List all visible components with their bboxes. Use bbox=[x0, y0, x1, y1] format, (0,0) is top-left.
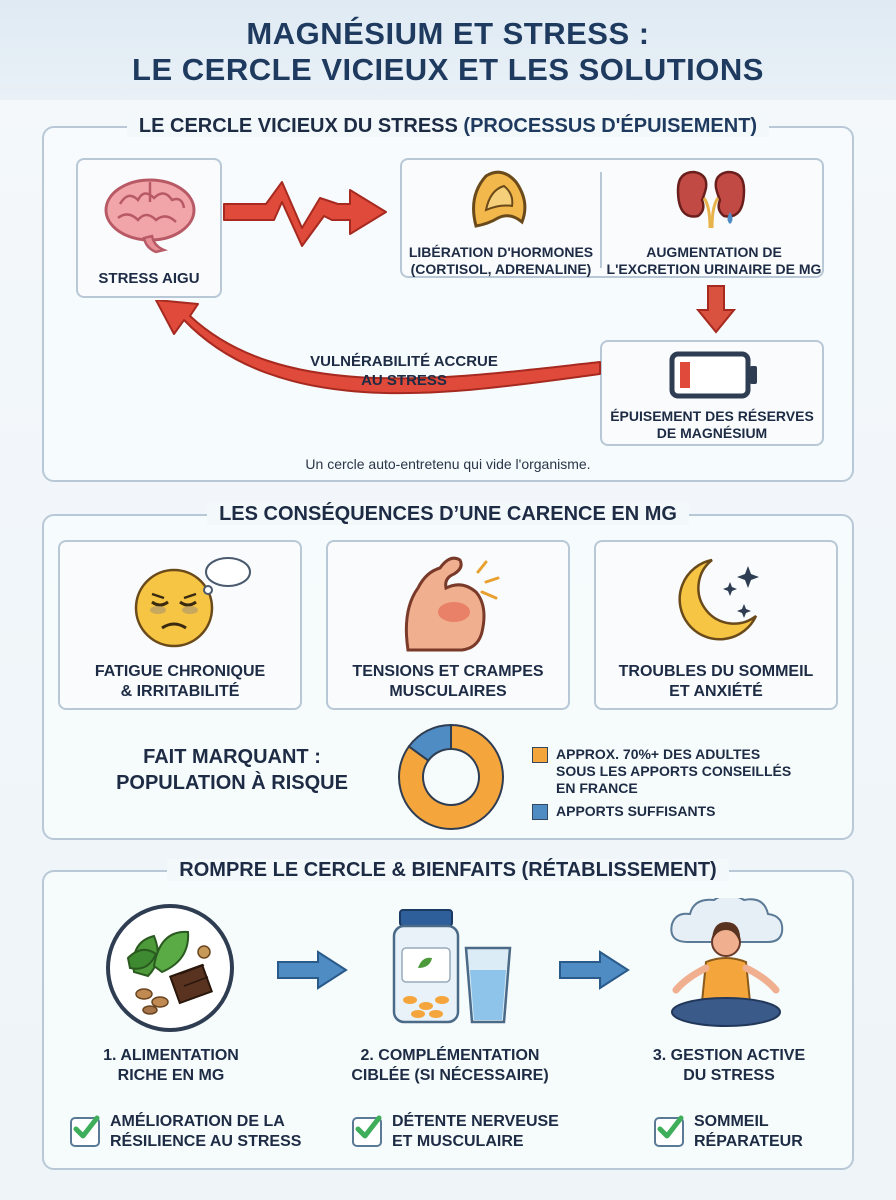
brain-icon bbox=[104, 178, 196, 254]
consequences-title: LES CONSÉQUENCES D’UNE CARENCE EN MG bbox=[44, 501, 852, 527]
hormones-line2: (CORTISOL, ADRENALINE) bbox=[410, 261, 592, 277]
step-supplement-line1: 2. COMPLÉMENTATION bbox=[360, 1047, 540, 1064]
excretion-line2: L'EXCRETION URINAIRE DE MG bbox=[606, 261, 822, 277]
stress-label: STRESS AIGU bbox=[98, 270, 200, 287]
legend-insufficient-line1: APPROX. 70%+ DES ADULTES bbox=[556, 746, 761, 762]
cramps-label: TENSIONS ET CRAMPES MUSCULAIRES bbox=[328, 662, 568, 702]
step-stress-line1: 3. GESTION ACTIVE bbox=[652, 1047, 806, 1064]
page-title-line2: LE CERCLE VICIEUX ET LES SOLUTIONS bbox=[132, 52, 764, 87]
page-header: MAGNÉSIUM ET STRESS : LE CERCLE VICIEUX … bbox=[0, 0, 896, 100]
vulnerability-line1: VULNÉRABILITÉ ACCRUE bbox=[310, 353, 498, 370]
benefit-sleep-line2: RÉPARATEUR bbox=[694, 1133, 803, 1150]
vicious-cycle-panel: LE CERCLE VICIEUX DU STRESS (PROCESSUS D… bbox=[42, 115, 854, 482]
legend-text-insufficient: APPROX. 70%+ DES ADULTES SOUS LES APPORT… bbox=[556, 746, 791, 797]
benefit-sleep-line1: SOMMEIL bbox=[694, 1113, 769, 1130]
legend-item-insufficient: APPROX. 70%+ DES ADULTES SOUS LES APPORT… bbox=[532, 746, 791, 797]
low-battery-icon bbox=[669, 351, 757, 399]
fact-label: FAIT MARQUANT : POPULATION À RISQUE bbox=[102, 744, 362, 796]
benefit-relaxation: DÉTENTE NERVEUSE ET MUSCULAIRE bbox=[352, 1112, 559, 1152]
muscle-arm-icon bbox=[404, 556, 500, 652]
step-supplement-line2: CIBLÉE (SI NÉCESSAIRE) bbox=[351, 1067, 549, 1084]
food-plate-icon bbox=[106, 904, 234, 1032]
tired-face-icon bbox=[134, 557, 251, 648]
cramps-line2: MUSCULAIRES bbox=[389, 683, 507, 700]
fact-line1: FAIT MARQUANT : bbox=[143, 746, 321, 768]
cycle-title-sub: (PROCESSUS D'ÉPUISEMENT) bbox=[463, 115, 758, 137]
solutions-title: ROMPRE LE CERCLE & BIENFAITS (RÉTABLISSE… bbox=[44, 857, 852, 883]
solutions-title-text: ROMPRE LE CERCLE & BIENFAITS (RÉTABLISSE… bbox=[167, 859, 729, 881]
vulnerability-label: VULNÉRABILITÉ ACCRUE AU STRESS bbox=[284, 352, 524, 390]
legend-text-sufficient: APPORTS SUFFISANTS bbox=[556, 803, 716, 819]
benefit-resilience-line2: RÉSILIENCE AU STRESS bbox=[110, 1133, 302, 1150]
check-icon bbox=[70, 1115, 100, 1147]
step-supplement-label: 2. COMPLÉMENTATION CIBLÉE (SI NÉCESSAIRE… bbox=[334, 1046, 566, 1086]
legend-insufficient-line3: EN FRANCE bbox=[556, 780, 638, 796]
sleep-label: TROUBLES DU SOMMEIL ET ANXIÉTÉ bbox=[596, 662, 836, 702]
fact-line2: POPULATION À RISQUE bbox=[116, 772, 348, 794]
vicious-cycle-title: LE CERCLE VICIEUX DU STRESS (PROCESSUS D… bbox=[44, 113, 852, 139]
cramps-card: TENSIONS ET CRAMPES MUSCULAIRES bbox=[326, 540, 570, 710]
supplement-jar-icon bbox=[392, 909, 512, 1024]
benefit-sleep-text: SOMMEIL RÉPARATEUR bbox=[694, 1112, 803, 1152]
hormones-excretion-box: LIBÉRATION D'HORMONES (CORTISOL, ADRENAL… bbox=[400, 158, 824, 278]
benefit-relaxation-text: DÉTENTE NERVEUSE ET MUSCULAIRE bbox=[392, 1112, 559, 1152]
consequences-title-text: LES CONSÉQUENCES D’UNE CARENCE EN MG bbox=[207, 503, 689, 525]
kidneys-icon bbox=[676, 170, 746, 229]
right-arrow-icon-1 bbox=[277, 950, 348, 990]
zigzag-arrow-icon bbox=[223, 181, 387, 247]
depletion-label: ÉPUISEMENT DES RÉSERVES DE MAGNÉSIUM bbox=[602, 408, 822, 442]
cycle-title-main: LE CERCLE VICIEUX DU STRESS bbox=[138, 115, 458, 137]
cramps-line1: TENSIONS ET CRAMPES bbox=[352, 663, 544, 680]
right-arrow-icon-2 bbox=[559, 950, 630, 990]
fatigue-card: FATIGUE CHRONIQUE & IRRITABILITÉ bbox=[58, 540, 302, 710]
benefit-resilience: AMÉLIORATION DE LA RÉSILIENCE AU STRESS bbox=[70, 1112, 301, 1152]
legend-insufficient-line2: SOUS LES APPORTS CONSEILLÉS bbox=[556, 763, 792, 779]
sleep-line2: ET ANXIÉTÉ bbox=[669, 683, 763, 700]
benefit-resilience-text: AMÉLIORATION DE LA RÉSILIENCE AU STRESS bbox=[110, 1112, 301, 1152]
sleep-line1: TROUBLES DU SOMMEIL bbox=[618, 663, 814, 680]
stress-box: STRESS AIGU bbox=[76, 158, 222, 298]
excretion-label: AUGMENTATION DE L'EXCRETION URINAIRE DE … bbox=[602, 244, 826, 278]
vulnerability-line2: AU STRESS bbox=[361, 372, 447, 389]
donut-slice-sufficient bbox=[407, 723, 452, 762]
benefit-sleep: SOMMEIL RÉPARATEUR bbox=[654, 1112, 803, 1152]
benefit-relaxation-line2: ET MUSCULAIRE bbox=[392, 1133, 524, 1150]
hormones-label: LIBÉRATION D'HORMONES (CORTISOL, ADRENAL… bbox=[402, 244, 600, 278]
step-food-line2: RICHE EN MG bbox=[117, 1067, 225, 1084]
step-stress-label: 3. GESTION ACTIVE DU STRESS bbox=[616, 1046, 842, 1086]
depletion-line2: DE MAGNÉSIUM bbox=[656, 425, 768, 441]
return-curve-arrow-icon bbox=[155, 300, 601, 395]
consequences-panel: LES CONSÉQUENCES D’UNE CARENCE EN MG FAT… bbox=[42, 503, 854, 840]
solutions-panel: ROMPRE LE CERCLE & BIENFAITS (RÉTABLISSE… bbox=[42, 859, 854, 1170]
legend-swatch-insufficient bbox=[532, 747, 548, 763]
step-food-label: 1. ALIMENTATION RICHE EN MG bbox=[64, 1046, 278, 1086]
check-icon bbox=[352, 1115, 382, 1147]
hormones-line1: LIBÉRATION D'HORMONES bbox=[408, 244, 594, 260]
meditation-icon bbox=[670, 898, 784, 1027]
depletion-box: ÉPUISEMENT DES RÉSERVES DE MAGNÉSIUM bbox=[600, 340, 824, 446]
adrenal-gland-icon bbox=[472, 170, 527, 228]
depletion-line1: ÉPUISEMENT DES RÉSERVES bbox=[610, 408, 814, 424]
sleep-card: TROUBLES DU SOMMEIL ET ANXIÉTÉ bbox=[594, 540, 838, 710]
down-arrow-icon bbox=[696, 285, 736, 334]
moon-stars-icon bbox=[678, 558, 759, 641]
cycle-caption: Un cercle auto-entretenu qui vide l'orga… bbox=[305, 456, 591, 472]
fatigue-line2: & IRRITABILITÉ bbox=[120, 683, 240, 700]
fatigue-line1: FATIGUE CHRONIQUE bbox=[94, 663, 266, 680]
legend-swatch-sufficient bbox=[532, 804, 548, 820]
step-stress-line2: DU STRESS bbox=[683, 1067, 775, 1084]
excretion-line1: AUGMENTATION DE bbox=[646, 244, 782, 260]
benefit-resilience-line1: AMÉLIORATION DE LA bbox=[110, 1113, 285, 1130]
risk-donut-chart bbox=[398, 723, 504, 830]
check-icon bbox=[654, 1115, 684, 1147]
legend-item-sufficient: APPORTS SUFFISANTS bbox=[532, 803, 715, 820]
benefit-relaxation-line1: DÉTENTE NERVEUSE bbox=[392, 1113, 559, 1130]
page-title: MAGNÉSIUM ET STRESS : LE CERCLE VICIEUX … bbox=[0, 0, 896, 88]
donut-slice-insufficient bbox=[398, 723, 504, 830]
page-title-line1: MAGNÉSIUM ET STRESS : bbox=[246, 16, 650, 51]
fatigue-label: FATIGUE CHRONIQUE & IRRITABILITÉ bbox=[60, 662, 300, 702]
step-food-line1: 1. ALIMENTATION bbox=[103, 1047, 239, 1064]
